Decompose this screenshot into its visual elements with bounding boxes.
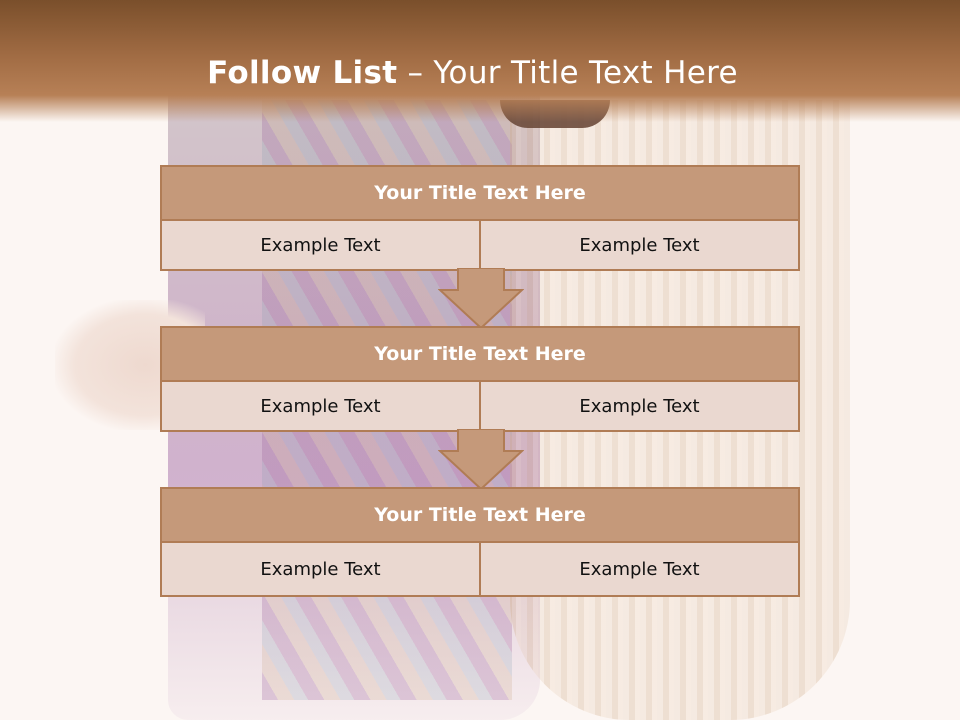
slide-title-rest: – Your Title Text Here: [397, 55, 738, 91]
step-row: Example Text Example Text: [160, 543, 800, 597]
step-text-right: Example Text: [481, 382, 800, 432]
step-block-3: Your Title Text Here Example Text Exampl…: [160, 487, 800, 597]
step-block-2: Your Title Text Here Example Text Exampl…: [160, 326, 800, 432]
down-arrow-icon: [438, 429, 524, 491]
step-title: Your Title Text Here: [160, 165, 800, 221]
step-text-left: Example Text: [160, 543, 481, 597]
step-row: Example Text Example Text: [160, 221, 800, 271]
step-row: Example Text Example Text: [160, 382, 800, 432]
step-title: Your Title Text Here: [160, 326, 800, 382]
slide-title: Follow List – Your Title Text Here: [0, 55, 945, 91]
step-text-left: Example Text: [160, 382, 481, 432]
step-block-1: Your Title Text Here Example Text Exampl…: [160, 165, 800, 271]
title-banner: [0, 0, 960, 122]
step-text-left: Example Text: [160, 221, 481, 271]
step-text-right: Example Text: [481, 543, 800, 597]
down-arrow-icon: [438, 268, 524, 330]
step-title: Your Title Text Here: [160, 487, 800, 543]
step-text-right: Example Text: [481, 221, 800, 271]
slide-title-bold: Follow List: [207, 55, 398, 91]
